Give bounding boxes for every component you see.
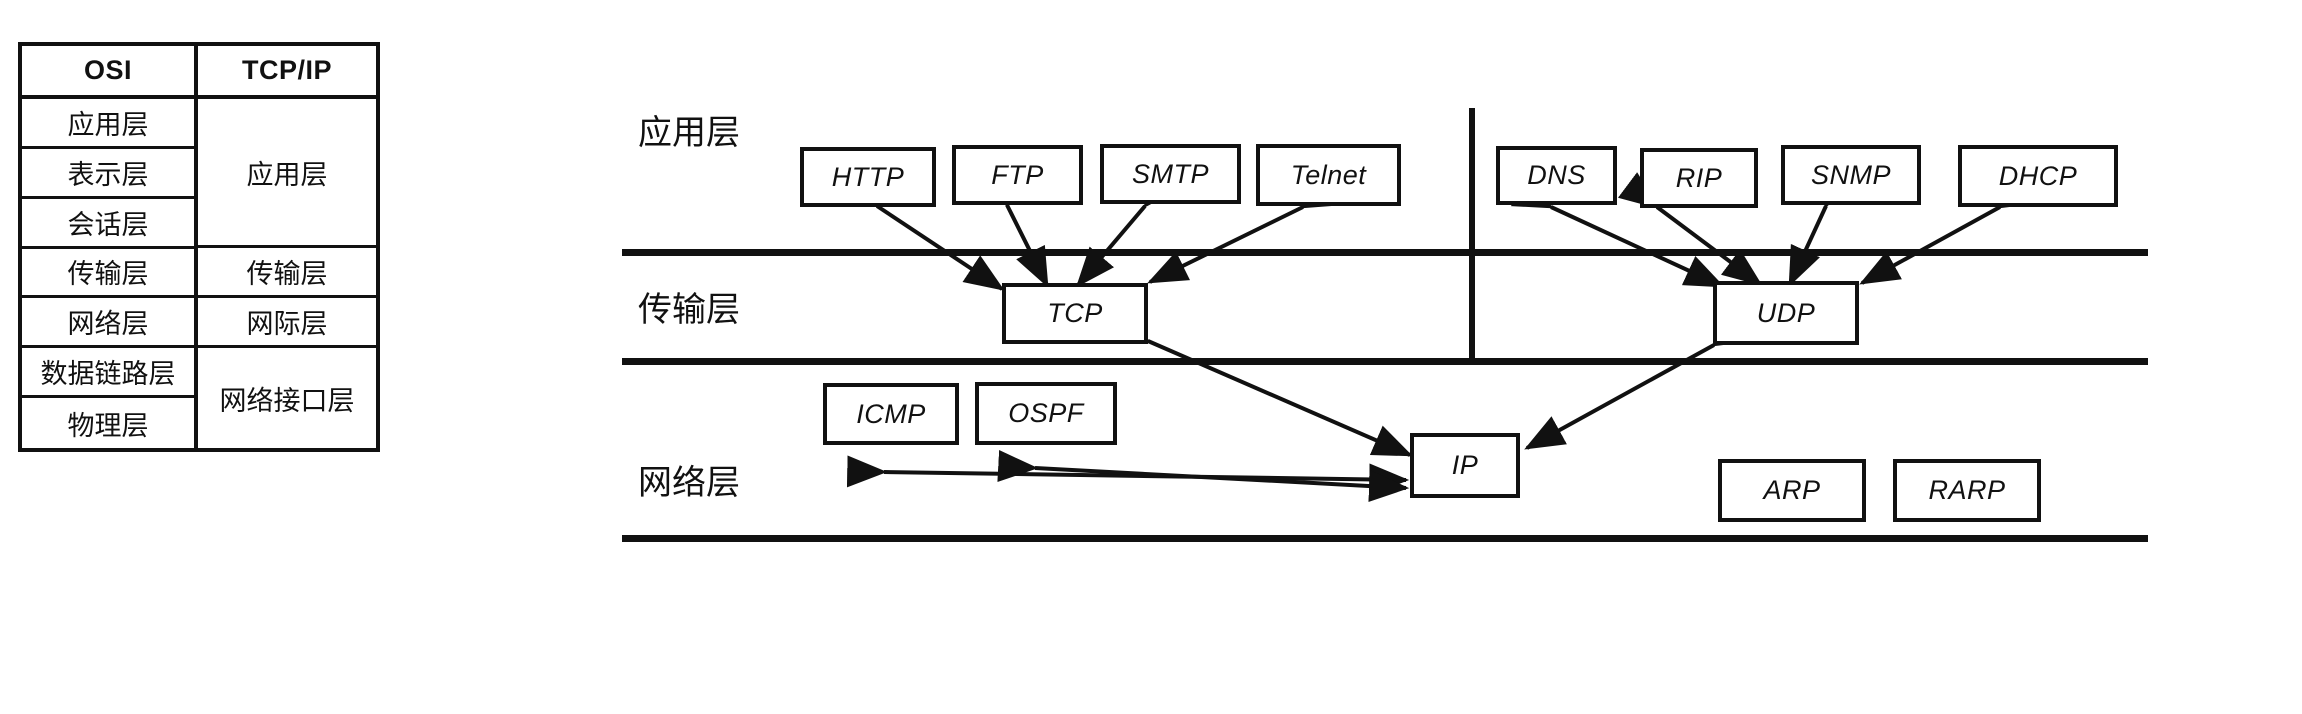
- osi-layer-presentation: 表示层: [22, 149, 195, 199]
- arrow-http-tcp: [837, 172, 1005, 291]
- arrow-dns-udp: [1510, 177, 1725, 288]
- osi-layer-application: 应用层: [22, 99, 195, 149]
- osi-layer-network: 网络层: [22, 298, 195, 349]
- diagram-label-application-layer: 应用层: [638, 115, 740, 152]
- diagram-label-network-layer: 网络层: [638, 465, 740, 502]
- arrow-smtp-tcp: [1075, 167, 1182, 288]
- protocol-box-ospf[interactable]: OSPF: [975, 382, 1117, 445]
- protocol-box-dns[interactable]: DNS: [1496, 146, 1617, 205]
- protocol-box-http[interactable]: HTTP: [800, 147, 936, 207]
- protocol-box-rarp[interactable]: RARP: [1893, 459, 2041, 522]
- layer-divider-application-transport: [622, 249, 2148, 256]
- tcpip-layer-application: 应用层: [198, 99, 376, 249]
- tcpip-column-header: TCP/IP: [198, 46, 376, 99]
- arrow-snmp-udp: [1788, 165, 1856, 287]
- arrow-rip-udp: [1617, 172, 1763, 286]
- tcp-udp-vertical-divider: [1469, 108, 1475, 360]
- osi-layer-datalink: 数据链路层: [22, 348, 195, 399]
- arrow-icmp-ip: [846, 455, 1410, 496]
- protocol-box-dhcp[interactable]: DHCP: [1958, 145, 2118, 207]
- layer-divider-network-bottom: [622, 535, 2148, 542]
- protocol-box-telnet[interactable]: Telnet: [1256, 144, 1401, 206]
- arrow-telnet-tcp: [1147, 176, 1344, 284]
- protocol-box-udp[interactable]: UDP: [1713, 281, 1859, 345]
- protocol-box-rip[interactable]: RIP: [1640, 148, 1758, 208]
- osi-column: OSI 应用层 表示层 会话层 传输层 网络层 数据链路层 物理层: [22, 46, 199, 448]
- diagram-label-transport-layer: 传输层: [638, 292, 740, 329]
- arrow-ftp-tcp: [976, 164, 1049, 288]
- osi-column-header: OSI: [22, 46, 195, 99]
- protocol-box-ftp[interactable]: FTP: [952, 145, 1083, 205]
- tcpip-layer-transport: 传输层: [198, 248, 376, 299]
- osi-layer-transport: 传输层: [22, 249, 195, 299]
- tcpip-layer-internet: 网际层: [198, 298, 376, 349]
- protocol-box-ip[interactable]: IP: [1410, 433, 1520, 498]
- tcpip-column: TCP/IP 应用层 传输层 网际层 网络接口层: [198, 46, 376, 448]
- protocol-box-arp[interactable]: ARP: [1718, 459, 1866, 522]
- arrow-ospf-ip: [997, 450, 1410, 502]
- tcpip-layer-network-interface: 网络接口层: [219, 385, 355, 416]
- arrow-dhcp-udp: [1859, 175, 2040, 285]
- layer-divider-transport-network: [622, 358, 2148, 365]
- protocol-box-tcp[interactable]: TCP: [1002, 283, 1148, 344]
- protocol-box-icmp[interactable]: ICMP: [823, 383, 959, 445]
- osi-layer-physical: 物理层: [67, 410, 149, 441]
- osi-layer-session: 会话层: [22, 199, 195, 249]
- osi-tcpip-comparison-table: OSI 应用层 表示层 会话层 传输层 网络层 数据链路层 物理层 TCP/IP…: [18, 42, 380, 452]
- protocol-box-smtp[interactable]: SMTP: [1100, 144, 1241, 204]
- protocol-box-snmp[interactable]: SNMP: [1781, 145, 1921, 205]
